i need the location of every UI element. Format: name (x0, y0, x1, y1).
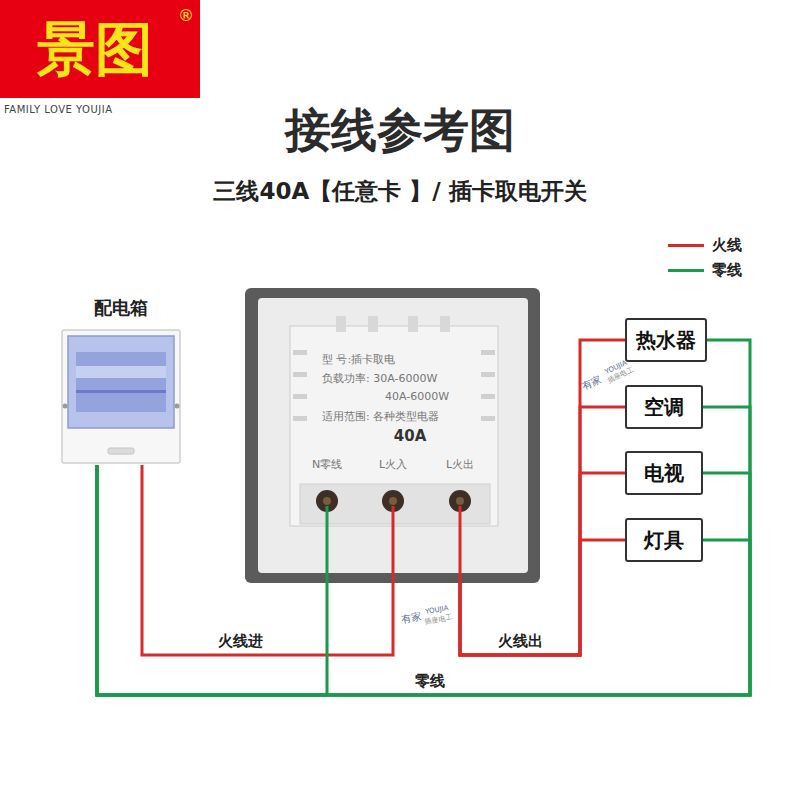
card-switch: 型 号:插卡取电负载功率: 30A-6000W 40A-6000W 适用范围: 各种… (245, 288, 540, 583)
wire (460, 407, 625, 655)
appliance-box: 空调 (625, 385, 703, 429)
wire-label: 火线出 (495, 632, 546, 650)
registered-mark: ® (178, 6, 194, 25)
wire (460, 540, 625, 655)
node-text: 型 号:插卡取电 (322, 352, 395, 367)
brand-logo: 景图 (0, 14, 190, 84)
wire (97, 465, 750, 695)
distribution-box: 配电箱 (60, 328, 182, 465)
legend-swatch (668, 269, 704, 272)
legend-text: 零线 (712, 260, 742, 280)
watermark: 有家 (401, 610, 423, 627)
appliance-box: 电视 (625, 451, 703, 495)
wire (460, 340, 625, 655)
wire (97, 407, 750, 695)
brand-slogan: FAMILY LOVE YOUJIA (4, 104, 113, 115)
appliance-box: 灯具 (625, 518, 703, 562)
wire-label: 零线 (412, 672, 448, 690)
wire (460, 473, 625, 655)
watermark: 有家 (580, 373, 604, 394)
wire-label: 火线进 (215, 632, 266, 650)
node-text: N零线 (312, 457, 342, 472)
node-text: 40A-6000W (385, 390, 449, 403)
node-text: 负载功率: 30A-6000W (322, 371, 437, 386)
appliance-box: 热水器 (625, 318, 707, 362)
node-text: L火入 (379, 457, 407, 472)
node-text: 热水器 (636, 328, 696, 352)
node-text: 电视 (644, 461, 684, 485)
node-text: 空调 (644, 395, 684, 419)
distribution-box-drawing (62, 330, 180, 463)
node-text: L火出 (446, 457, 474, 472)
logo-ground (0, 0, 200, 98)
node-text: 适用范围: 各种类型电器 (322, 409, 439, 424)
wire (97, 340, 750, 695)
wire (142, 465, 393, 655)
subtitle: 三线40A【任意卡 】/ 插卡取电开关 (0, 176, 800, 207)
node-text: 40A (394, 427, 426, 445)
node-text: 灯具 (644, 528, 684, 552)
legend-swatch (668, 244, 704, 247)
legend-text: 火线 (712, 235, 742, 255)
node-text: 配电箱 (94, 296, 148, 320)
card-switch-drawing (245, 288, 540, 583)
page-title: 接线参考图 (0, 100, 800, 162)
wire (97, 465, 750, 695)
wire (97, 465, 327, 695)
